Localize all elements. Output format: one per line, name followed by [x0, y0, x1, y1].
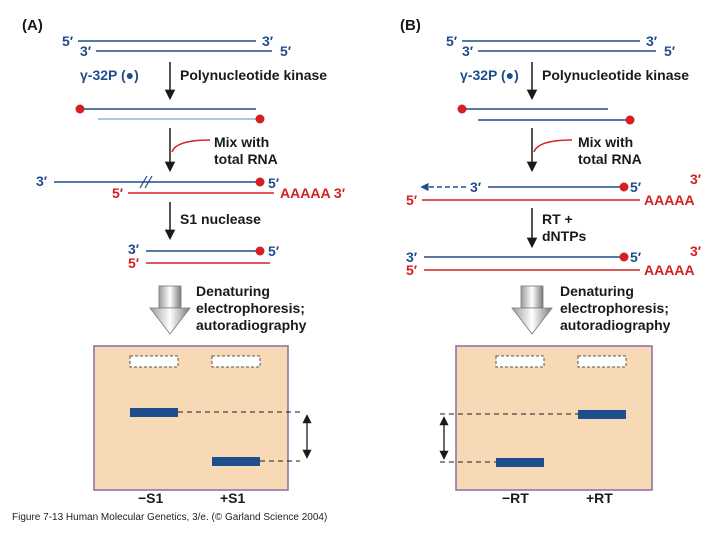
- a-top-3-label: 3′: [262, 33, 274, 49]
- a-band-protected: [212, 457, 260, 466]
- a-step-denature-3: autoradiography: [196, 317, 307, 333]
- a-step-mix-2: total RNA: [214, 151, 278, 167]
- figure-caption: Figure 7-13 Human Molecular Genetics, 3/…: [12, 512, 328, 523]
- panel-a: (A) 5′ 3′ 3′ 5′ γ-32P (●) Polynucleotide…: [22, 17, 346, 506]
- a-step-s1: S1 nuclease: [180, 211, 261, 227]
- b-ext-5-left: 5′: [406, 262, 418, 278]
- b-radiolabel-dot-1: [457, 104, 467, 114]
- b-band-probe: [496, 458, 544, 467]
- b-band-extension: [578, 410, 626, 419]
- a-hybrid-radiolabel: [255, 177, 265, 187]
- a-protected-3: 3′: [128, 241, 140, 257]
- a-break-mark-2: [144, 175, 153, 189]
- b-step-rt-2: dNTPs: [542, 228, 587, 244]
- b-well-left: [495, 355, 545, 368]
- a-lane-label-right: +S1: [220, 490, 246, 506]
- a-radiolabel-dot-2: [255, 114, 265, 124]
- b-ext-radiolabel: [619, 252, 629, 262]
- b-step-mix-1: Mix with: [578, 134, 633, 150]
- a-radiolabel-dot-1: [75, 104, 85, 114]
- b-well-right: [577, 355, 627, 368]
- b-step-denature-3: autoradiography: [560, 317, 671, 333]
- b-lane-label-left: −RT: [502, 490, 529, 506]
- a-band-full-probe: [130, 408, 178, 417]
- b-top-3-label: 3′: [646, 33, 658, 49]
- a-protected-5-left: 5′: [128, 255, 140, 271]
- a-bottom-3-label: 3′: [80, 43, 92, 59]
- b-bottom-3-label: 3′: [462, 43, 474, 59]
- b-step-denature-2: electrophoresis;: [560, 300, 669, 316]
- a-well-left: [129, 355, 179, 368]
- b-lane-label-right: +RT: [586, 490, 613, 506]
- b-big-arrow: [511, 285, 553, 335]
- a-step-kinase: Polynucleotide kinase: [180, 67, 327, 83]
- b-bottom-5-label: 5′: [664, 43, 676, 59]
- b-ext-5-right: 5′: [630, 249, 642, 265]
- panel-b-label: (B): [400, 17, 421, 34]
- a-big-arrow: [149, 285, 191, 335]
- a-break-mark-1: [139, 175, 148, 189]
- b-step-mix-2: total RNA: [578, 151, 642, 167]
- a-hybrid-rna-5: 5′: [112, 185, 124, 201]
- b-hybrid-radiolabel: [619, 182, 629, 192]
- b-ext-polya: AAAAA: [644, 262, 695, 278]
- b-hybrid-rna-5: 5′: [406, 192, 418, 208]
- b-step-rt-1: RT +: [542, 211, 573, 227]
- a-reagent-label: γ-32P (●): [80, 67, 139, 83]
- a-lane-label-left: −S1: [138, 490, 164, 506]
- a-bottom-5-label: 5′: [280, 43, 292, 59]
- panel-a-label: (A): [22, 17, 43, 34]
- b-hybrid-polya: AAAAA: [644, 192, 695, 208]
- a-protected-radiolabel: [255, 246, 265, 256]
- b-hybrid-rna-3: 3′: [690, 171, 702, 187]
- panel-b: (B) 5′ 3′ 3′ 5′ γ-32P (●) Polynucleotide…: [400, 17, 702, 506]
- b-ext-3: 3′: [406, 249, 418, 265]
- b-hybrid-dna-5: 5′: [630, 179, 642, 195]
- a-gel: [93, 345, 289, 491]
- a-top-5-label: 5′: [62, 33, 74, 49]
- a-step-denature-1: Denaturing: [196, 283, 270, 299]
- b-rna-arrow-curve: [533, 139, 573, 153]
- b-reagent-label: γ-32P (●): [460, 67, 519, 83]
- b-hybrid-dna-3: 3′: [470, 179, 482, 195]
- b-radiolabel-dot-2: [625, 115, 635, 125]
- a-protected-5-right: 5′: [268, 243, 280, 259]
- a-step-denature-2: electrophoresis;: [196, 300, 305, 316]
- b-top-5-label: 5′: [446, 33, 458, 49]
- b-ext-rna-3: 3′: [690, 243, 702, 259]
- b-step-denature-1: Denaturing: [560, 283, 634, 299]
- a-hybrid-polya: AAAAA 3′: [280, 185, 346, 201]
- a-well-right: [211, 355, 261, 368]
- a-hybrid-dna-3: 3′: [36, 173, 48, 189]
- a-step-mix-1: Mix with: [214, 134, 269, 150]
- a-hybrid-dna-5: 5′: [268, 175, 280, 191]
- b-step-kinase: Polynucleotide kinase: [542, 67, 689, 83]
- a-rna-arrow-curve: [171, 139, 211, 153]
